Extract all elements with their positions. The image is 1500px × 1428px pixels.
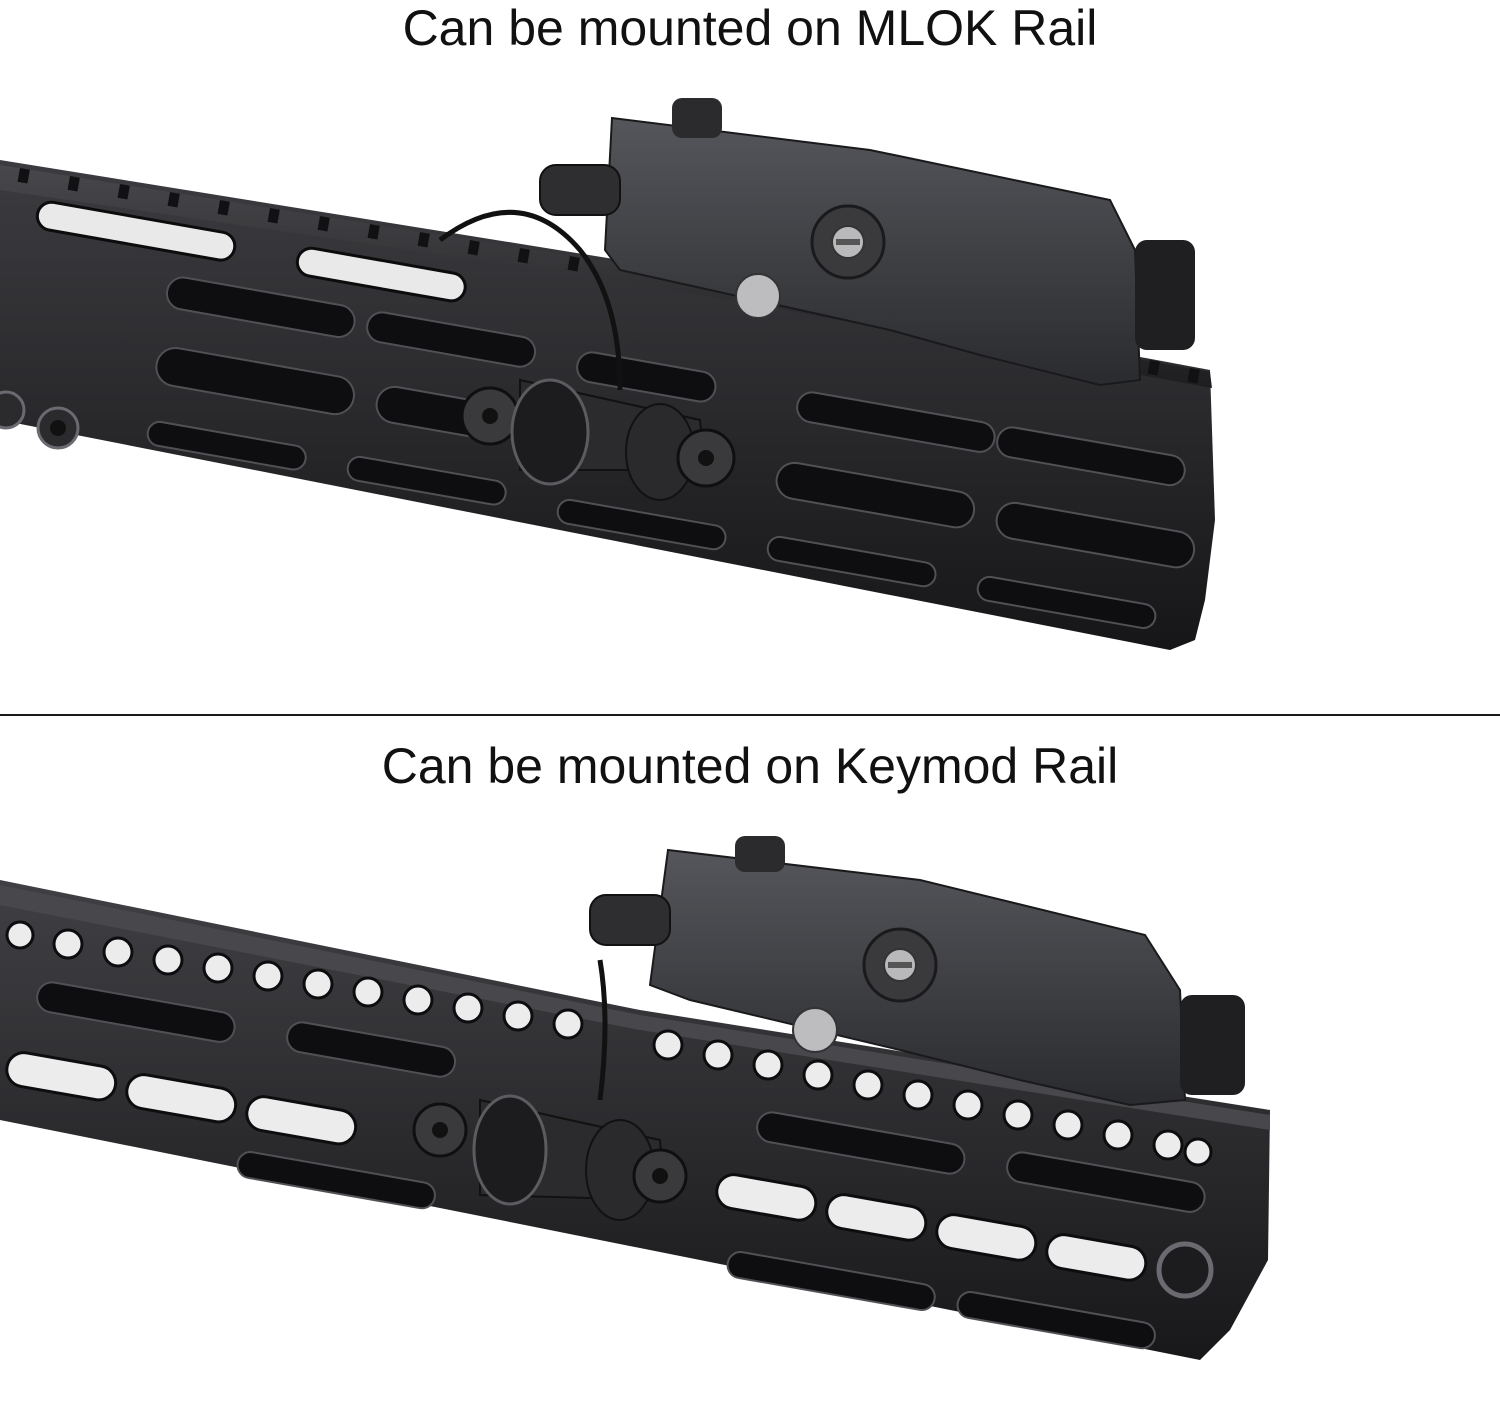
mlok-panel: Can be mounted on MLOK Rail — [0, 0, 1215, 650]
keymod-laser-unit — [589, 836, 1245, 1107]
keymod-rail-photo — [0, 836, 1270, 1360]
mlok-caption: Can be mounted on MLOK Rail — [402, 0, 1098, 56]
keymod-handguard — [0, 880, 1270, 1360]
mlok-laser-unit — [438, 98, 1195, 391]
mlok-rail-photo — [0, 98, 1215, 650]
keymod-caption: Can be mounted on Keymod Rail — [381, 738, 1119, 794]
mlok-pressure-switch — [460, 378, 736, 501]
panel-divider — [0, 714, 1500, 716]
keymod-pressure-switch — [412, 1094, 688, 1221]
keymod-panel: Can be mounted on Keymod Rail — [0, 716, 1500, 1428]
